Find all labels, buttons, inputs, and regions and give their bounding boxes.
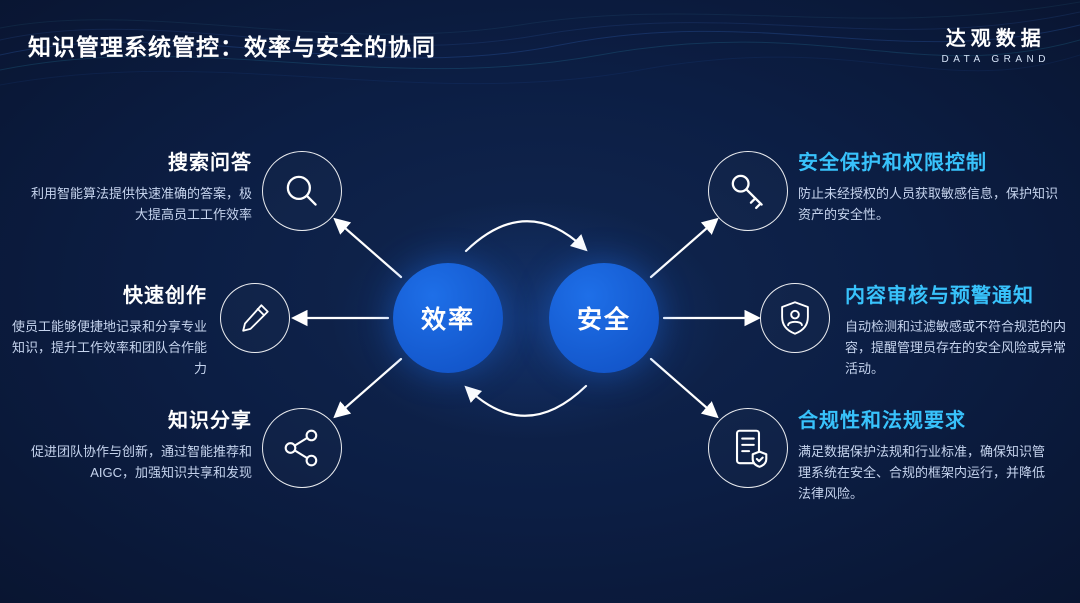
feature-title: 合规性和法规要求 [798,410,966,432]
feature-description: 利用智能算法提供快速准确的答案，极大提高员工工作效率 [30,186,252,222]
document-shield-icon [708,408,788,488]
brand-subtitle: DATA GRAND [941,54,1050,65]
brand-logo: 达观数据 DATA GRAND [941,22,1050,65]
feature-compliance: 合规性和法规要求 满足数据保护法规和行业标准，确保知识管理系统在安全、合规的框架… [798,404,1046,504]
feature-title: 知识分享 [168,410,252,432]
feature-knowledge-share: 知识分享 促进团队协作与创新，通过智能推荐和AIGC，加强知识共享和发现 [20,404,252,484]
feature-quick-create: 快速创作 使员工能够便捷地记录和分享专业知识，提升工作效率和团队合作能力 [5,279,207,379]
feature-description: 使员工能够便捷地记录和分享专业知识，提升工作效率和团队合作能力 [11,319,207,376]
center-glow-decoration [330,200,730,440]
security-node: 安全 [549,263,659,373]
search-icon [262,151,342,231]
pencil-icon [220,283,290,353]
shield-user-icon [760,283,830,353]
arrow-efficiency-to-share [333,357,403,419]
feature-security-protection: 安全保护和权限控制 防止未经授权的人员获取敏感信息，保护知识资产的安全性。 [798,146,1060,226]
feature-content-audit: 内容审核与预警通知 自动检测和过滤敏感或不符合规范的内容，提醒管理员存在的安全风… [845,279,1073,379]
arrow-cycle-top [464,220,588,253]
efficiency-node: 效率 [393,263,503,373]
feature-title: 快速创作 [123,285,207,307]
brand-name: 达观数据 [945,28,1046,50]
feature-title: 搜索问答 [168,152,252,174]
arrow-cycle-bottom [464,384,588,417]
feature-description: 促进团队协作与创新，通过智能推荐和AIGC，加强知识共享和发现 [30,444,252,480]
arrow-security-to-compliance [649,357,719,419]
arrow-security-to-protect [649,217,719,279]
feature-title: 安全保护和权限控制 [798,152,987,174]
background-waves-decoration [0,1,1080,86]
page-title: 知识管理系统管控：效率与安全的协同 [28,34,436,60]
feature-description: 防止未经授权的人员获取敏感信息，保护知识资产的安全性。 [798,186,1059,222]
feature-description: 自动检测和过滤敏感或不符合规范的内容，提醒管理员存在的安全风险或异常活动。 [845,319,1067,376]
feature-search-qa: 搜索问答 利用智能算法提供快速准确的答案，极大提高员工工作效率 [20,146,252,226]
key-icon [708,151,788,231]
arrow-efficiency-to-search [333,217,403,279]
feature-description: 满足数据保护法规和行业标准，确保知识管理系统在安全、合规的框架内运行，并降低法律… [798,444,1046,501]
feature-title: 内容审核与预警通知 [845,285,1034,307]
share-icon [262,408,342,488]
